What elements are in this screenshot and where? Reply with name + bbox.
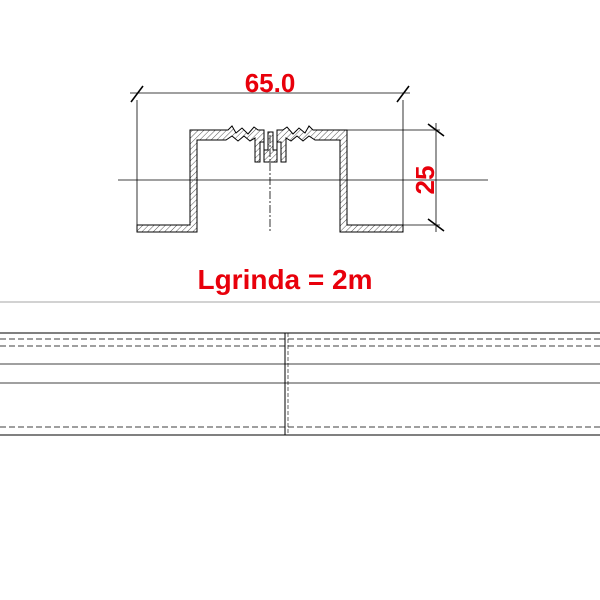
width-dimension: 65.0 [130, 68, 410, 232]
profile-cross-section: 65.0 25 [118, 68, 488, 233]
width-dimension-label: 65.0 [245, 68, 296, 98]
height-dimension: 25 [347, 123, 445, 232]
length-caption: Lgrinda = 2m [197, 264, 372, 295]
height-dimension-label: 25 [410, 166, 440, 195]
profile-side-view [0, 301, 600, 436]
